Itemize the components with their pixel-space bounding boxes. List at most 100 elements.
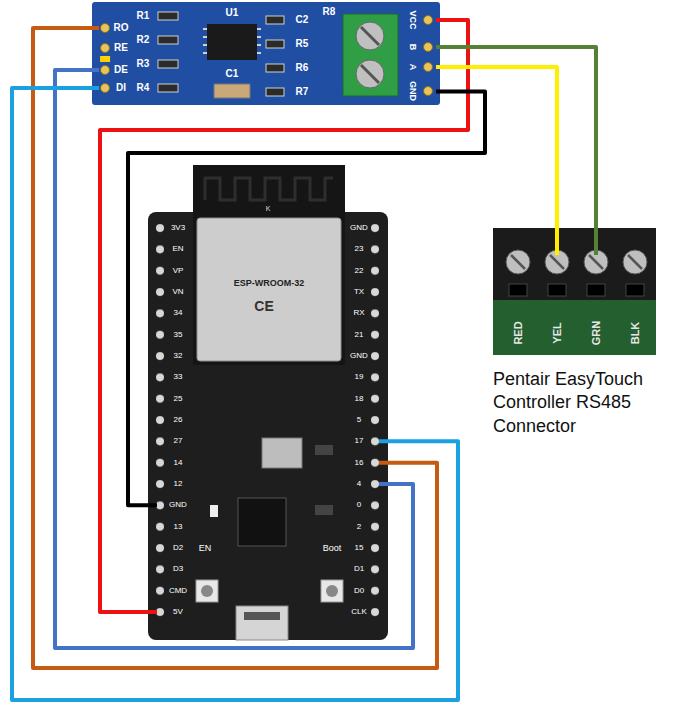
pin-label: 18 [355,394,364,403]
pin-label: B [408,44,418,51]
button-label: Boot [323,543,342,553]
chip-body [207,24,257,60]
terminal-block: REDBLKPentair EasyTouch Controller RS485… [493,228,656,355]
screw-slot [589,255,603,269]
pin-label: EN [172,245,183,254]
resistor-symbol [158,84,178,92]
screw-slot [511,255,525,269]
pin-label: 13 [174,522,183,531]
pin-label: 22 [355,266,364,275]
screw-slot [361,27,379,45]
pin-label: D2 [173,543,183,552]
pin: RE [99,40,131,56]
pin: 4 [347,476,379,492]
pin-label: GND [408,81,418,101]
pin-label: 33 [174,373,183,382]
pin-label: 3V3 [171,223,185,232]
component-label: U1 [226,7,239,19]
pin-label: CMD [169,586,187,595]
terminal-screw [623,250,647,274]
component-label: DE [114,64,128,76]
controller-pcb [493,228,656,355]
antenna-mark: K [266,205,271,213]
pin-label: D3 [173,565,183,574]
resistor-symbol [158,60,178,68]
component-label: C2 [296,14,309,26]
smd-part [315,505,333,515]
pin: GND [157,497,192,513]
smd-part [315,445,333,455]
button-cap [326,585,338,597]
pin-label: VCC [408,10,418,29]
component-label: R8 [323,6,336,18]
screw-terminal [343,14,398,96]
terminal-screw [506,250,530,274]
header-pin [424,87,433,96]
push-button [196,580,218,602]
pin-label: GND [350,351,368,360]
certification-mark: CE [254,298,273,314]
wifi-module: KESP-WROOM-32CE [193,165,345,365]
pin-header [154,217,166,622]
pin-label: 32 [174,351,183,360]
capacitor-symbol [266,16,284,24]
pin-label: 25 [174,394,183,403]
pin-label: TX [354,287,364,296]
component-label: R3 [137,58,150,70]
pin-label: 14 [174,458,183,467]
terminal: GRN [579,255,613,352]
screw-slot [550,255,564,269]
pin: VCC [404,6,436,34]
screw-slot [628,255,642,269]
component-label: R1 [137,10,150,22]
wire [436,67,557,255]
pin-header [369,217,381,622]
component-label: RE [114,42,128,54]
wire [55,70,413,648]
pin-label: 2 [357,522,361,531]
terminal-housing [493,228,656,300]
pin-label: 27 [174,437,183,446]
wire-opening [587,284,605,296]
caption: Pentair EasyTouch Controller RS485 Conne… [493,368,673,438]
button-label: EN [199,543,212,553]
resistor-symbol [158,12,178,20]
terminal-label: RED [512,321,525,344]
pin: RO [99,20,131,36]
resistor-symbol [266,40,284,48]
terminal-screw [356,60,384,88]
pin-label: A [408,64,418,71]
wire [100,20,468,612]
resistor-symbol [266,88,284,96]
module-base [193,165,345,365]
pin-label: 4 [357,479,361,488]
jumper [100,56,110,62]
rs485-board: R1R2R3R4U1C1C2R5R6R8R7ROREDEDIVCCBAGND [92,2,440,105]
pin-label: 16 [355,458,364,467]
pin: DI [99,80,131,96]
wire-opening [626,284,644,296]
header-pin [424,63,433,72]
antenna-trace [205,178,333,200]
usb-opening [244,612,280,620]
terminal-screw [356,22,384,50]
pin-label: 5V [173,607,183,616]
component-label: DI [116,82,126,94]
pin-label: 35 [174,330,183,339]
pin-label: 5 [357,415,361,424]
wire [12,88,458,700]
esp32-board-shape [148,212,388,640]
component-label: R5 [296,38,309,50]
component-label: C1 [226,68,239,80]
wire [33,28,437,668]
push-button [321,580,343,602]
voltage-regulator [262,438,302,468]
rs485-board-shape [92,2,440,105]
terminal-label: YEL [551,322,564,343]
component-label: RO [114,22,129,34]
pin-label: 23 [355,245,364,254]
pin-label: 21 [355,330,364,339]
